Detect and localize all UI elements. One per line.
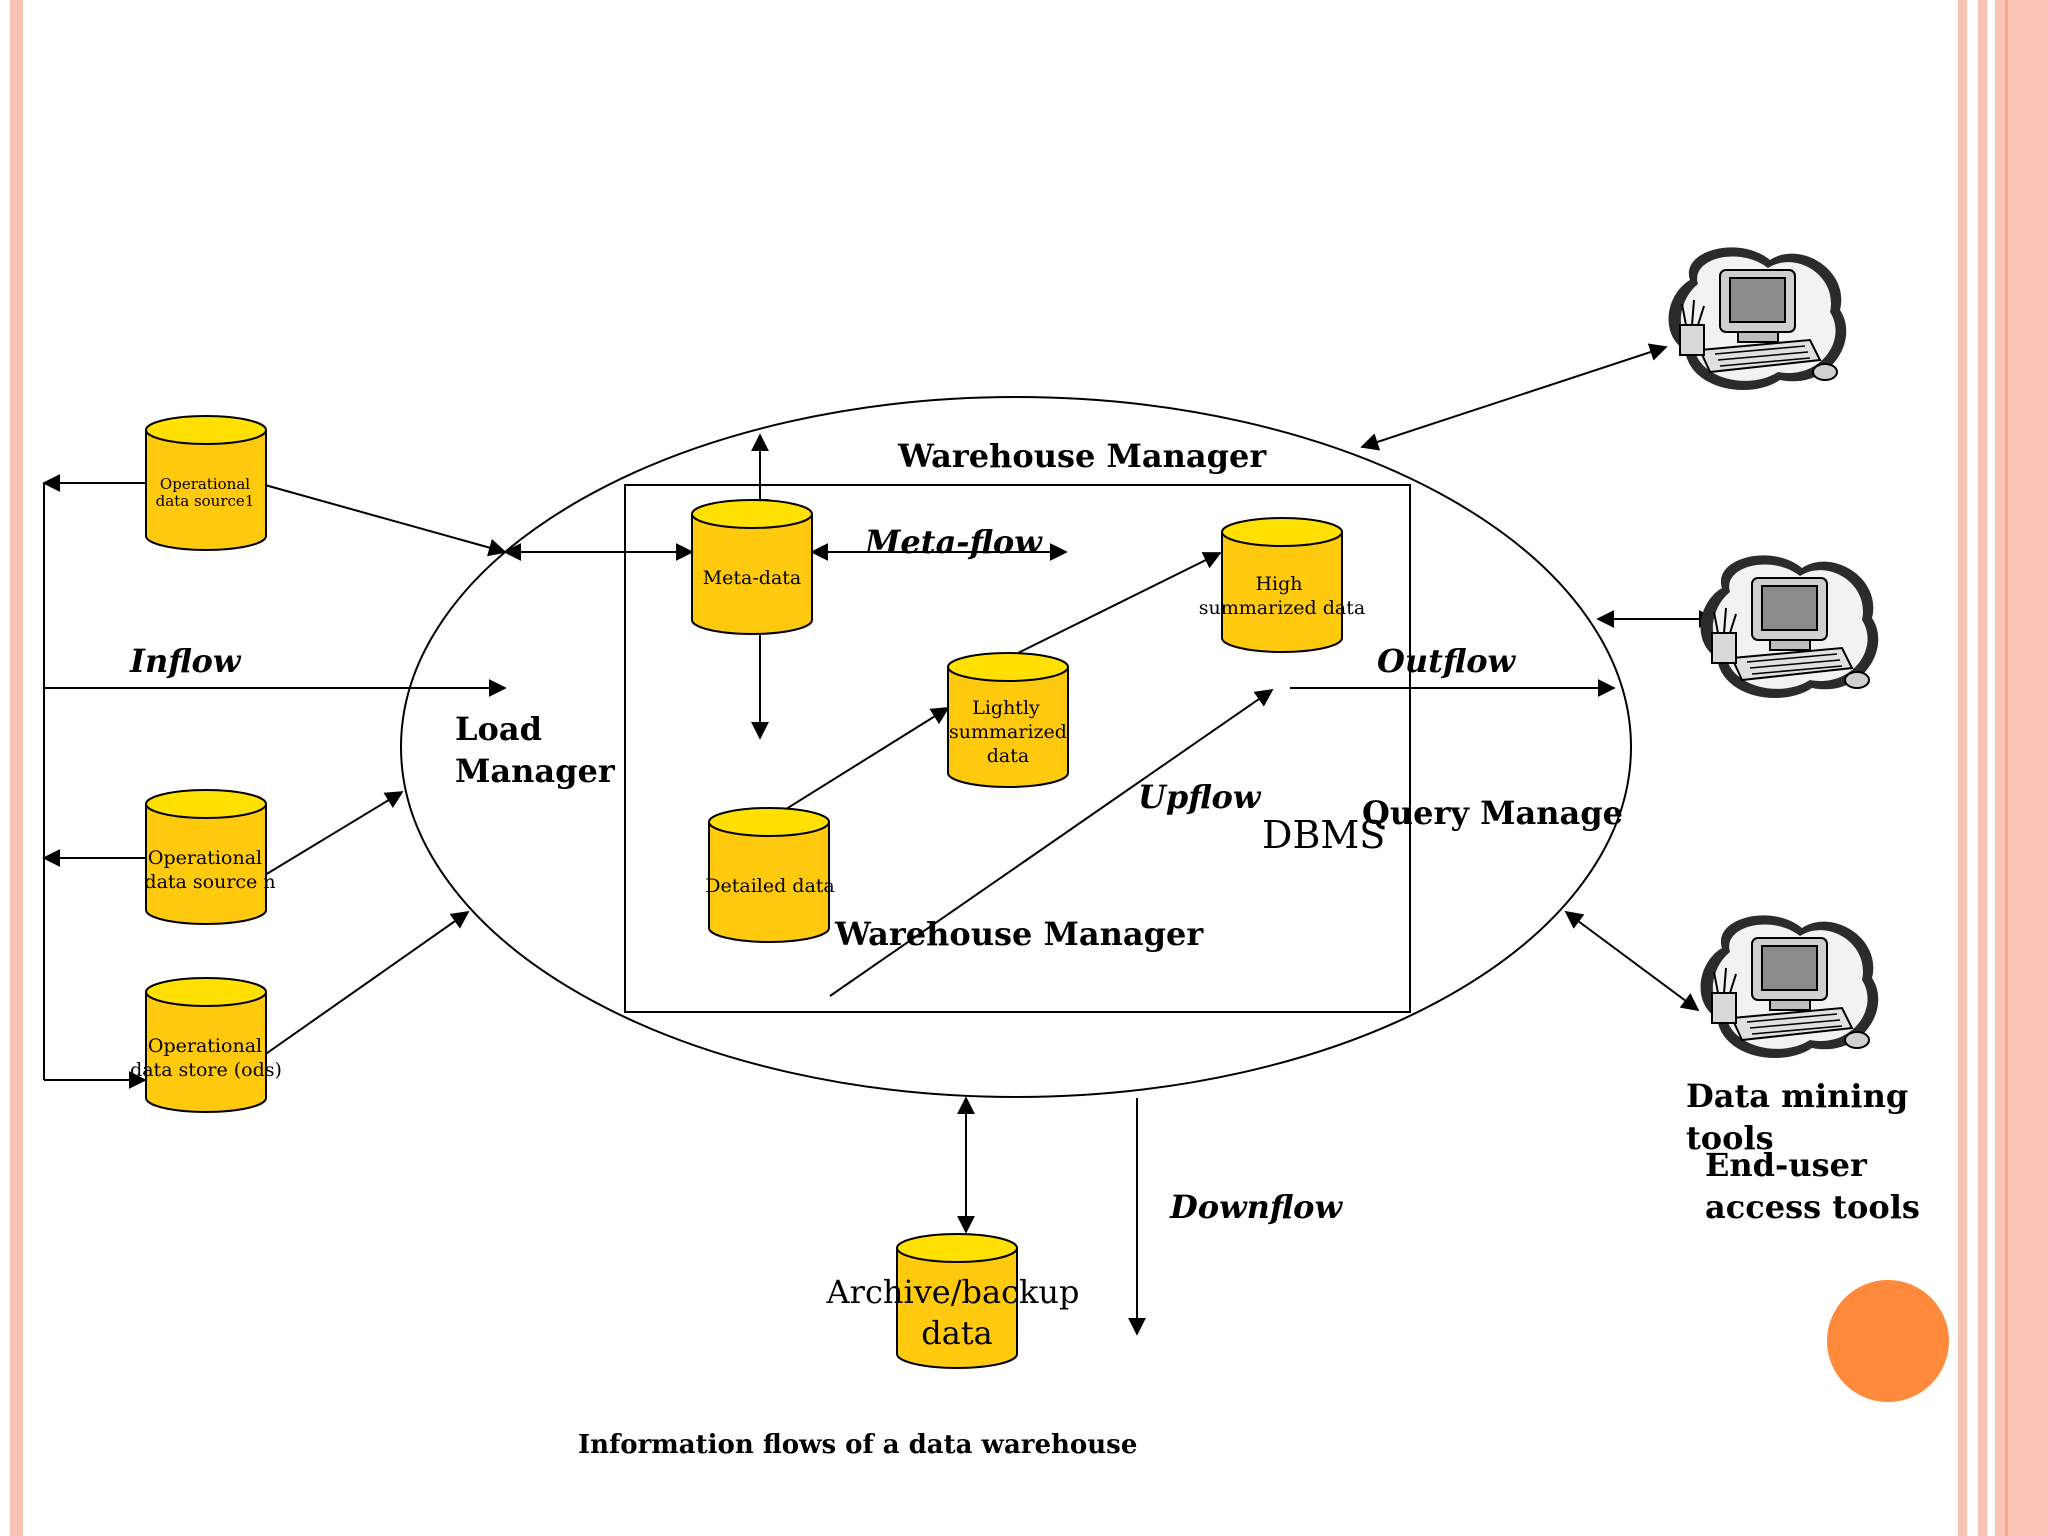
caption: Information flows of a data warehouse xyxy=(578,1430,1137,1460)
end-user-label-1: End-user xyxy=(1705,1146,1868,1184)
computer-icon-2 xyxy=(1699,554,1880,699)
lightly-label-2: summarized xyxy=(949,721,1067,743)
right-frame-bar-3 xyxy=(1995,0,2048,1536)
upflow-label: Upflow xyxy=(1138,778,1262,816)
archive-label-1: Archive/backup xyxy=(826,1273,1080,1311)
warehouse-manager-top-label: Warehouse Manager xyxy=(897,437,1267,475)
odstore-label-2: data store (ods) xyxy=(130,1059,282,1081)
right-frame-line xyxy=(2005,0,2008,1536)
downflow-label: Downflow xyxy=(1169,1188,1344,1226)
data-mining-label-2: tools xyxy=(1686,1119,1774,1157)
outflow-label: Outflow xyxy=(1377,642,1517,680)
inflow-label: Inflow xyxy=(129,642,242,680)
load-manager-label-1: Load xyxy=(455,710,542,748)
odstore-arrow xyxy=(249,910,470,1066)
dbms-rectangle xyxy=(624,484,1411,1013)
archive-label-2: data xyxy=(921,1314,993,1352)
odsn-label-2: data source n xyxy=(144,871,275,893)
orange-accent-circle xyxy=(1827,1280,1949,1402)
ods1-label-2: data source1 xyxy=(156,492,255,510)
high-label-1: High xyxy=(1255,573,1302,595)
odsn-label-1: Operational xyxy=(148,847,262,869)
upflow-arrow xyxy=(829,688,1274,997)
data-mining-label-1: Data mining xyxy=(1686,1077,1908,1115)
right-frame-bar-2 xyxy=(1978,0,1987,1536)
left-frame-bar xyxy=(10,0,23,1536)
computer-icon-3 xyxy=(1699,914,1880,1059)
lightly-label-1: Lightly xyxy=(972,697,1040,719)
metadata-label: Meta-data xyxy=(703,567,802,589)
ods1-label-1: Operational xyxy=(160,475,250,493)
to-pc1-arrow xyxy=(1360,343,1668,451)
detailed-label: Detailed data xyxy=(705,875,835,897)
load-manager-label-2: Manager xyxy=(455,752,616,790)
warehouse-manager-bottom-label: Warehouse Manager xyxy=(834,915,1204,953)
query-manager-label: Query Manage xyxy=(1362,794,1623,832)
right-frame-bar-1 xyxy=(1958,0,1967,1536)
lightly-label-3: data xyxy=(987,745,1029,767)
computer-icon-1 xyxy=(1667,246,1848,391)
detailed-to-lightly xyxy=(761,707,950,825)
source1-arrow xyxy=(264,484,507,557)
sourcen-arrow xyxy=(264,791,404,876)
meta-flow-label: Meta-flow xyxy=(864,523,1043,561)
lightly-to-high xyxy=(1017,552,1222,654)
to-pc3-arrow xyxy=(1564,910,1700,1012)
warehouse-ellipse xyxy=(400,396,1632,1098)
dbms-label: DBMS xyxy=(1262,813,1385,857)
odstore-label-1: Operational xyxy=(148,1035,262,1057)
end-user-label-2: access tools xyxy=(1705,1188,1920,1226)
high-label-2: summarized data xyxy=(1199,597,1365,619)
